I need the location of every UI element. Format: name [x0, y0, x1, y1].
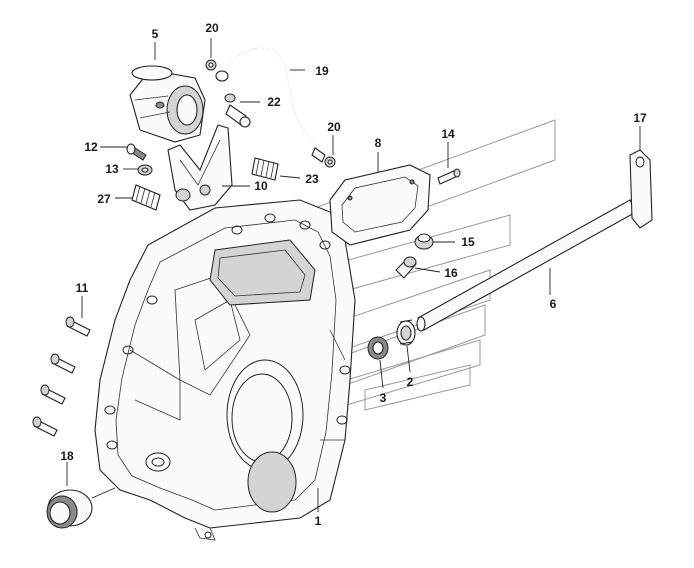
callout-20-upper: 20	[205, 21, 219, 35]
release-bearing	[129, 65, 206, 143]
callout-23: 23	[305, 172, 319, 186]
housing-bolt-3	[40, 384, 66, 405]
callout-3: 3	[380, 391, 387, 405]
bushing	[396, 319, 416, 346]
callout-1: 1	[315, 514, 322, 528]
callout-8: 8	[375, 136, 382, 150]
callout-11: 11	[76, 281, 89, 295]
callout-2: 2	[407, 375, 414, 389]
inspection-cover	[329, 164, 431, 246]
callout-5: 5	[152, 27, 159, 41]
small-bolt	[126, 143, 147, 161]
callout-19: 19	[315, 64, 329, 78]
sealing-washer-upper	[205, 59, 217, 71]
shaft-seal	[367, 336, 389, 360]
crankshaft-seal	[46, 489, 93, 529]
callout-14: 14	[441, 127, 455, 141]
drain-plug	[414, 233, 434, 250]
bell-housing	[94, 199, 356, 541]
breather-fitting	[395, 256, 417, 279]
callout-18: 18	[60, 449, 74, 463]
leader-lines	[66, 38, 641, 512]
callout-17: 17	[633, 111, 647, 125]
callout-22: 22	[267, 95, 281, 109]
callout-10: 10	[254, 179, 268, 193]
callout-6: 6	[550, 297, 557, 311]
housing-bolt-1	[65, 316, 91, 337]
release-fork	[167, 124, 233, 211]
housing-bolt-4	[32, 416, 58, 437]
washer	[137, 164, 153, 176]
fork-spring	[251, 157, 279, 181]
callout-12: 12	[84, 140, 98, 154]
callout-27: 27	[97, 192, 111, 206]
callout-13: 13	[105, 162, 119, 176]
sealing-washer-lower	[324, 156, 336, 168]
housing-bolt-2	[50, 353, 76, 374]
cover-screw	[437, 168, 461, 185]
release-lever	[629, 149, 653, 229]
callout-15: 15	[461, 235, 475, 249]
spring	[131, 184, 161, 211]
callout-16: 16	[444, 266, 458, 280]
lubrication-pipe	[215, 47, 326, 163]
callout-20-lower: 20	[327, 120, 341, 134]
banjo-bolt	[224, 93, 251, 128]
